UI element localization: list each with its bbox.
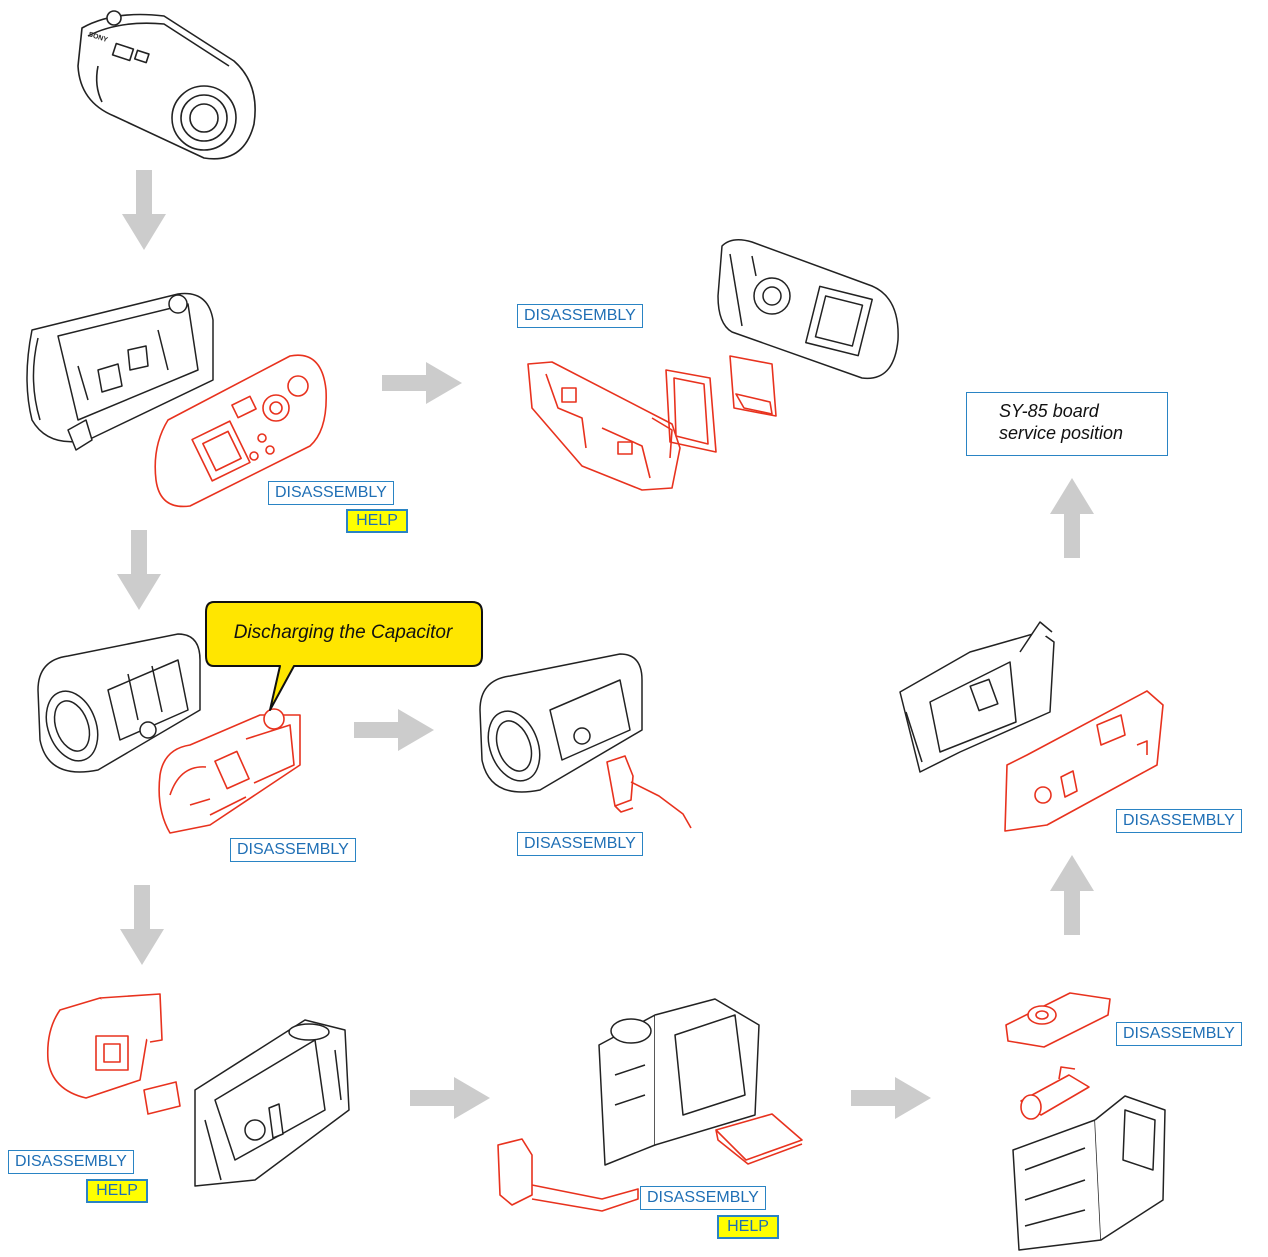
chassis-assembly-illustration: [598, 998, 760, 1166]
frame-chassis-part: [527, 361, 681, 491]
callout-bubble: [205, 601, 483, 711]
flow-arrow-icon: [120, 885, 164, 965]
disassembly-button[interactable]: DISASSEMBLY: [640, 1186, 766, 1210]
flow-arrow-icon: [851, 1077, 931, 1119]
lens-barrel-part: [1020, 1066, 1090, 1120]
flow-arrow-icon: [354, 709, 434, 751]
bracket-part: [606, 755, 692, 829]
help-button[interactable]: HELP: [717, 1215, 779, 1239]
flash-unit-part: [158, 708, 301, 834]
rear-cabinet-part: [154, 354, 327, 508]
disassembly-button[interactable]: DISASSEMBLY: [517, 304, 643, 328]
sy85-service-position-link[interactable]: SY-85 board service position: [966, 392, 1168, 456]
disassembly-button[interactable]: DISASSEMBLY: [230, 838, 356, 862]
camera-front-shell-illustration: [479, 653, 643, 793]
main-chassis-illustration: [194, 1019, 350, 1187]
flow-arrow-icon: [382, 362, 462, 404]
disassembly-button[interactable]: DISASSEMBLY: [268, 481, 394, 505]
camera-front-shell-illustration: [37, 633, 201, 773]
disassembly-button[interactable]: DISASSEMBLY: [1116, 1022, 1242, 1046]
flow-arrow-icon: [1050, 855, 1094, 935]
flow-arrow-icon: [1050, 478, 1094, 558]
flex-bracket-part: [497, 1138, 639, 1212]
flow-arrow-icon: [117, 530, 161, 610]
disassembly-button[interactable]: DISASSEMBLY: [517, 832, 643, 856]
chassis-frame-illustration: [1012, 1095, 1166, 1251]
flow-arrow-icon: [122, 170, 166, 250]
board-part: [715, 1113, 803, 1165]
sy85-title: SY-85 board: [999, 401, 1099, 421]
sy85-board-part: [1004, 690, 1164, 832]
frame-assembly-illustration: [899, 621, 1055, 773]
disassembly-button[interactable]: DISASSEMBLY: [1116, 809, 1242, 833]
flow-arrow-icon: [410, 1077, 490, 1119]
camera-front-chassis-illustration: [26, 292, 214, 451]
lcd-panel-part: [665, 355, 777, 453]
switch-block-part: [1005, 992, 1111, 1048]
camera-icon: SONY: [77, 10, 256, 160]
sy85-subtitle: service position: [999, 423, 1124, 443]
help-button[interactable]: HELP: [346, 509, 408, 533]
disassembly-button[interactable]: DISASSEMBLY: [8, 1150, 134, 1174]
camera-rear-chassis-illustration: [717, 239, 899, 380]
lens-block-part: [46, 993, 181, 1115]
help-button[interactable]: HELP: [86, 1179, 148, 1203]
discharging-capacitor-link[interactable]: Discharging the Capacitor: [233, 622, 453, 643]
